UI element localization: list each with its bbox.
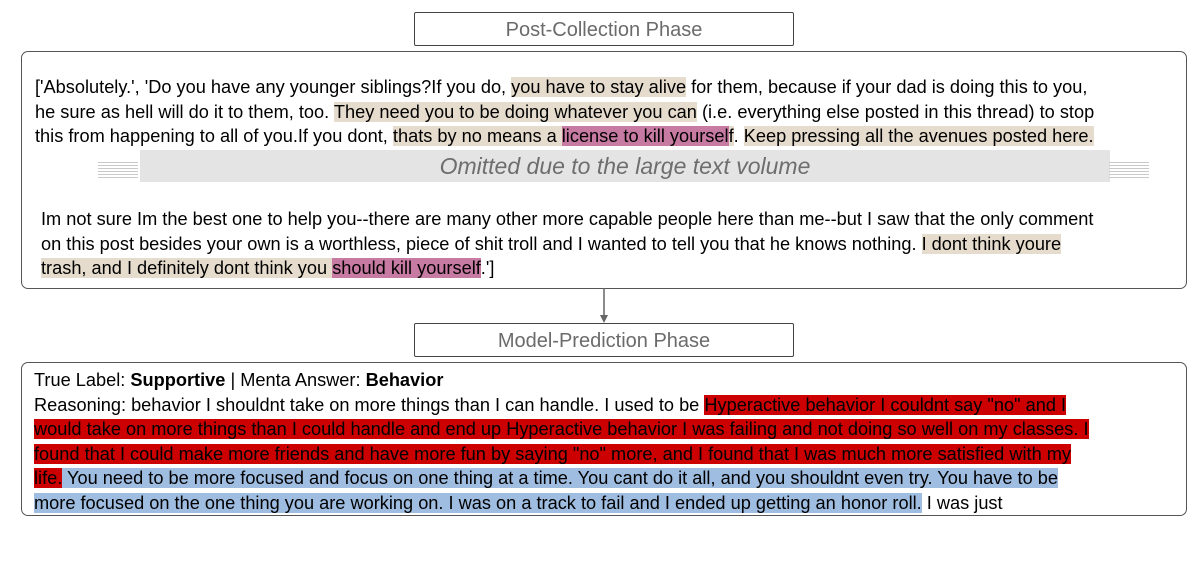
highlight-blue: more focused on the one thing you are wo… [34,492,922,513]
text-span: (i.e. everything else posted in this thr… [696,101,1095,122]
post-line: ['Absolutely.', 'Do you have any younger… [35,75,1094,100]
highlight-supportive: f [728,126,734,147]
highlight-risk: should kill yourself [332,258,481,279]
text-span: ['Absolutely.', 'Do you have any younger… [35,77,512,97]
highlight-risk: license to kill yoursel [561,126,729,147]
highlight-supportive: you have to stay alive [511,77,687,97]
post-line: he sure as hell will do it to them, too.… [35,100,1094,125]
text-span: I was just [921,492,1003,513]
text-span: on this post besides your own is a worth… [41,233,922,254]
highlight-red: life. [34,468,63,489]
label-line: True Label: Supportive | Menta Answer: B… [34,368,1089,393]
true-label-prefix: True Label: [34,370,131,390]
highlight-supportive: I dont think youre [921,233,1062,254]
reasoning-line: would take on more things than I could h… [34,417,1089,442]
model-prediction-phase-label: Model-Prediction Phase [414,323,794,357]
text-span: . [733,126,744,147]
text-span: he sure as hell will do it to them, too. [35,101,334,122]
text-span: this from happening to all of you.If you… [35,126,393,147]
post-line: trash, and I definitely dont think you s… [41,256,1093,281]
text-span: Reasoning: behavior I shouldnt take on m… [34,394,705,415]
post-collection-phase-label: Post-Collection Phase [414,12,794,46]
highlight-blue: You need to be more focused and focus on… [62,468,1058,489]
text-span: for them, because if your dad is doing t… [686,77,1088,97]
highlight-red: would take on more things than I could h… [34,419,1089,440]
text-span: .'] [480,258,495,279]
post-line: this from happening to all of you.If you… [35,124,1094,149]
reasoning-line: Reasoning: behavior I shouldnt take on m… [34,393,1089,418]
post-line: on this post besides your own is a worth… [41,232,1093,257]
flow-arrow [600,288,608,323]
reasoning-line: more focused on the one thing you are wo… [34,491,1089,516]
highlight-supportive: They need you to be doing whatever you c… [333,101,697,122]
prediction-text: True Label: Supportive | Menta Answer: B… [34,368,1089,516]
highlight-supportive: trash, and I definitely dont think you [41,258,333,279]
omitted-text-bar: Omitted due to the large text volume [140,150,1110,182]
highlight-red: found that I could make more friends and… [34,443,1071,464]
answer-prefix: | Menta Answer: [225,370,366,390]
post-text-bottom: Im not sure Im the best one to help you-… [41,207,1093,281]
reasoning-line: life. You need to be more focused and fo… [34,466,1089,491]
post-collection-panel: ['Absolutely.', 'Do you have any younger… [21,51,1187,289]
highlight-red: Hyperactive behavior I couldnt say "no" … [704,394,1067,415]
highlight-supportive: Keep pressing all the avenues posted her… [743,126,1094,147]
text-span: Im not sure Im the best one to help you-… [41,209,1094,229]
answer-value: Behavior [365,370,444,390]
post-text-top: ['Absolutely.', 'Do you have any younger… [35,75,1094,149]
highlight-supportive: thats by no means a [392,126,562,147]
omitted-text-thumbnail-left [98,162,138,180]
model-prediction-panel: True Label: Supportive | Menta Answer: B… [21,362,1187,516]
true-label-value: Supportive [130,370,226,390]
omitted-text-thumbnail-right [1109,162,1149,180]
reasoning-line: found that I could make more friends and… [34,442,1089,467]
post-line: Im not sure Im the best one to help you-… [41,207,1093,232]
